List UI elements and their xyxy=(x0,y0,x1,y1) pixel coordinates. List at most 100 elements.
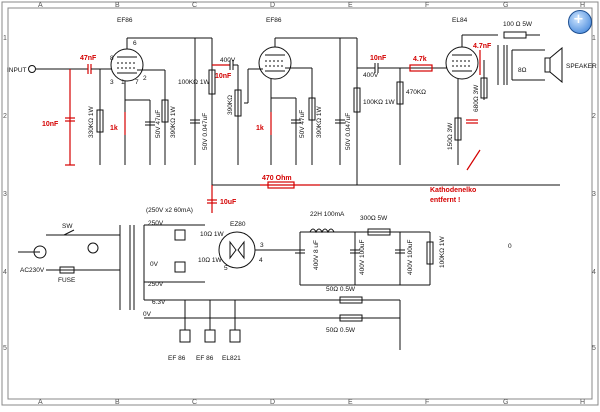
resistor-100k-b xyxy=(353,87,361,113)
row-label: 4 xyxy=(592,269,596,276)
t-0v-b: 0V xyxy=(143,311,152,318)
col-label: F xyxy=(425,2,429,9)
c100uf-a-label: 400V 100uF xyxy=(359,240,366,275)
cap-50v-label: 50V 47uF xyxy=(155,110,162,138)
col-label: G xyxy=(503,399,508,406)
row-label: 3 xyxy=(3,191,7,198)
col-label: B xyxy=(115,399,120,406)
pin-label: 2 xyxy=(143,75,147,82)
resistor-330k xyxy=(96,109,104,133)
r390k-b-label: 390KΩ 1W xyxy=(316,106,323,138)
cap-10nf-c-label: 10nF xyxy=(370,55,387,62)
cap-047-b-label: 50V 0.047uF xyxy=(345,113,352,150)
col-label: D xyxy=(270,2,275,9)
pilot-lamp-icon xyxy=(87,242,99,254)
r50a-label: 50Ω 0.5W xyxy=(326,286,356,293)
row-label: 2 xyxy=(3,113,7,120)
resistor-390k-b xyxy=(308,97,316,121)
tube-ez80 xyxy=(218,231,256,269)
cap-10nf-b-label: 10nF xyxy=(215,73,232,80)
resistor-470k xyxy=(396,81,404,105)
pin-label: 5 xyxy=(224,265,228,272)
r100-label: 100 Ω 5W xyxy=(503,21,533,28)
resistor-150 xyxy=(454,117,462,141)
pin-label: 3 xyxy=(110,79,114,86)
inner-frame xyxy=(7,7,593,400)
r100k-b-label: 100KΩ 1W xyxy=(363,99,395,106)
cap-47nf-label: 47nF xyxy=(80,55,97,62)
resistor-100-5w xyxy=(503,31,527,39)
removed-mark xyxy=(466,149,481,171)
t-63: 6.3V xyxy=(152,299,166,306)
border-frame xyxy=(1,1,599,406)
pot-label: 390KΩ xyxy=(227,95,234,115)
pin-label: 6 xyxy=(133,40,137,47)
resistor-390k xyxy=(161,99,169,123)
zoom-in-button[interactable]: + xyxy=(568,10,592,34)
c8uf-label: 400V 8 uF xyxy=(313,240,320,270)
pin-label: 7 xyxy=(135,79,139,86)
choke-icon xyxy=(309,228,335,234)
resistor-50b xyxy=(339,314,363,322)
cap-10uf-label: 10uF xyxy=(220,199,237,206)
resistor-4k7 xyxy=(409,64,433,72)
r470-label: 470 Ohm xyxy=(262,175,292,182)
c100uf-b-label: 400V 100uF xyxy=(407,240,414,275)
r10-b-label: 10Ω 1W xyxy=(198,257,223,264)
r150-label: 150Ω 3W xyxy=(447,122,454,150)
heater-label-2: EF 86 xyxy=(196,355,214,362)
cap-50v-b-label: 50V 47uF xyxy=(299,110,306,138)
zoom-in-icon: + xyxy=(573,12,584,27)
row-label: 5 xyxy=(592,345,596,352)
resistor-680 xyxy=(480,77,488,99)
r10-a-label: 10Ω 1W xyxy=(200,231,225,238)
cap-047-label: 50V 0.047uF xyxy=(202,113,209,150)
fuse-label: FUSE xyxy=(58,277,76,284)
row-label: 3 xyxy=(592,191,596,198)
switch-icon xyxy=(63,229,75,236)
rect-label: EZ80 xyxy=(230,221,246,228)
col-label: E xyxy=(348,399,353,406)
tube-v2-label: EF86 xyxy=(266,17,282,24)
tube-el84-label: EL84 xyxy=(452,17,468,24)
resistor-470 xyxy=(267,181,295,189)
r4k7-label: 4.7k xyxy=(413,56,427,63)
diode-icon xyxy=(237,240,245,260)
r680-label: 680Ω 3W xyxy=(473,84,480,112)
row-label: 1 xyxy=(592,35,596,42)
transformer-label: (250V x2 60mA) xyxy=(146,207,193,214)
r300-label: 300Ω 5W xyxy=(360,215,388,222)
resistor-bleeder xyxy=(426,241,434,265)
r390k-label: 390KΩ 1W xyxy=(170,106,177,138)
speaker-icon xyxy=(544,57,551,73)
tube-ef86-2 xyxy=(258,46,292,80)
pin-label: 3 xyxy=(260,242,264,249)
speaker-label: SPEAKER xyxy=(566,63,597,70)
heater-block xyxy=(179,329,191,343)
row-label: 1 xyxy=(3,35,7,42)
col-label: H xyxy=(580,2,585,9)
t-250a: 250V xyxy=(148,220,164,227)
heater-label-3: EL821 xyxy=(222,355,241,362)
resistor-50a xyxy=(339,296,363,304)
switch-label: SW xyxy=(62,223,73,230)
bleeder-label: 100KΩ 1W xyxy=(439,236,446,268)
col-label: C xyxy=(192,399,197,406)
heater-label-1: EF 86 xyxy=(168,355,186,362)
col-label: E xyxy=(348,2,353,9)
v400-b-label: 400V xyxy=(363,72,379,79)
heater-block xyxy=(204,329,216,343)
row-label: 5 xyxy=(3,345,7,352)
col-label: H xyxy=(580,399,585,406)
t-0v: 0V xyxy=(150,261,159,268)
choke-label: 22H 100mA xyxy=(310,211,345,218)
tube-ef86-1 xyxy=(110,48,144,82)
t-250b: 250V xyxy=(148,281,164,288)
tube-v1-label: EF86 xyxy=(117,17,133,24)
mains-plug-icon xyxy=(33,245,47,259)
col-label: F xyxy=(425,399,429,406)
volume-pot xyxy=(234,89,242,117)
cap-10nf-label: 10nF xyxy=(42,121,59,128)
